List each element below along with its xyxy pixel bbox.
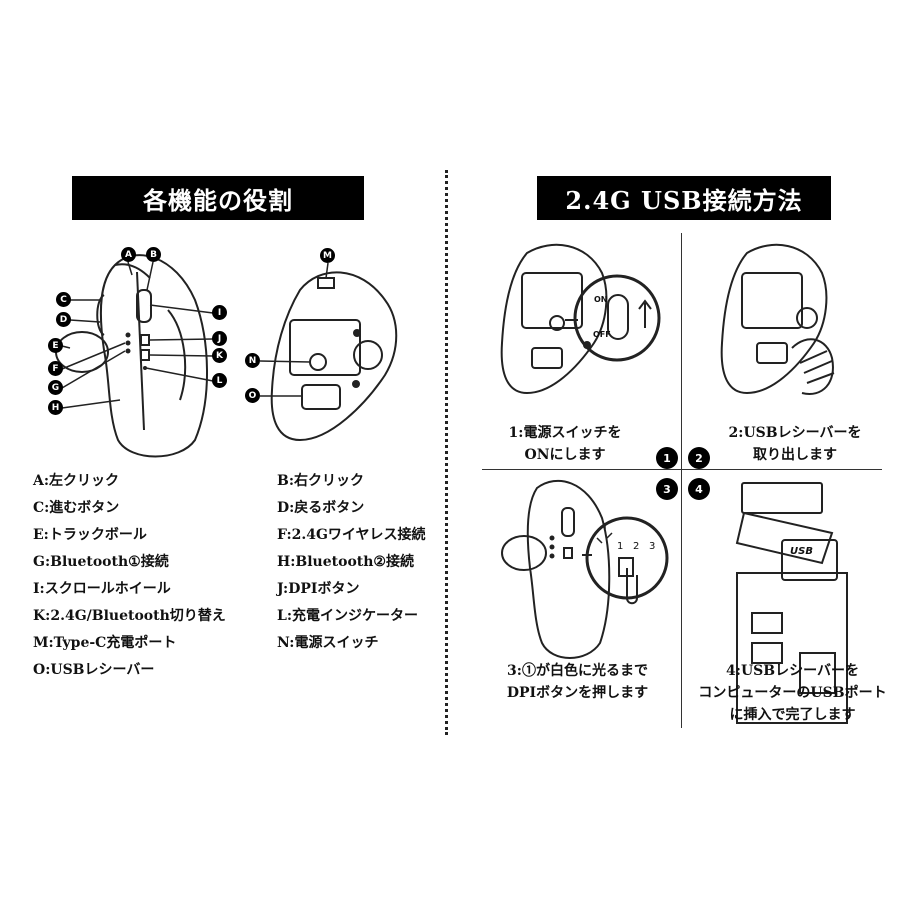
- indicator-label: 1: [617, 541, 624, 552]
- usb-label: USB: [790, 546, 813, 557]
- step-3-caption: 3:①が白色に光るまで DPIボタンを押します: [490, 660, 665, 704]
- callout-f: F: [48, 361, 63, 376]
- callout-k: K: [212, 348, 227, 363]
- step-number-2: 2: [688, 447, 710, 469]
- step-1-caption: 1:電源スイッチを ONにします: [495, 422, 635, 466]
- feature-item: K:2.4G/Bluetooth切り替え: [33, 608, 226, 624]
- callout-h: H: [48, 400, 63, 415]
- callout-n: N: [245, 353, 260, 368]
- step-number-3: 3: [656, 478, 678, 500]
- connection-steps-illustration: [500, 243, 848, 724]
- callout-j: J: [212, 331, 227, 346]
- callout-c: C: [56, 292, 71, 307]
- feature-item: I:スクロールホイール: [33, 581, 171, 597]
- feature-item: H:Bluetooth②接続: [277, 554, 414, 570]
- feature-item: M:Type-C充電ポート: [33, 635, 177, 651]
- caption-line: コンピューターのUSBポート: [698, 685, 887, 701]
- feature-item: O:USBレシーバー: [33, 662, 155, 678]
- callout-a: A: [121, 247, 136, 262]
- callout-o: O: [245, 388, 260, 403]
- feature-item: E:トラックボール: [33, 527, 147, 543]
- feature-item: L:充電インジケーター: [277, 608, 419, 624]
- dotted-divider: [445, 170, 448, 735]
- section-title-functions: 各機能の役割: [72, 176, 364, 220]
- mouse-diagram-left: [55, 254, 398, 458]
- feature-item: A:左クリック: [33, 473, 120, 489]
- step-number-4: 4: [688, 478, 710, 500]
- grid-divider-vertical: [681, 233, 682, 728]
- callout-e: E: [48, 338, 63, 353]
- callout-d: D: [56, 312, 71, 327]
- switch-off-label: OFF: [593, 330, 611, 339]
- step-number-1: 1: [656, 447, 678, 469]
- feature-item: D:戻るボタン: [277, 500, 365, 516]
- switch-on-label: ON: [594, 295, 608, 304]
- callout-i: I: [212, 305, 227, 320]
- caption-line: 3:①が白色に光るまで: [507, 663, 648, 679]
- step-4-caption: 4:USBレシーバーを コンピューターのUSBポート に挿入で完了します: [690, 660, 895, 726]
- caption-line: に挿入で完了します: [729, 707, 856, 723]
- section-title-connection: 2.4G USB接続方法: [537, 176, 831, 220]
- step-2-caption: 2:USBレシーバーを 取り出します: [720, 422, 870, 466]
- caption-line: DPIボタンを押します: [506, 685, 649, 701]
- indicator-label: 2: [633, 541, 640, 552]
- callout-b: B: [146, 247, 161, 262]
- feature-item: F:2.4Gワイヤレス接続: [277, 527, 426, 543]
- callout-g: G: [48, 380, 63, 395]
- callout-m: M: [320, 248, 335, 263]
- caption-line: 4:USBレシーバーを: [726, 663, 859, 679]
- callout-l: L: [212, 373, 227, 388]
- caption-line: 取り出します: [753, 447, 837, 463]
- feature-item: B:右クリック: [277, 473, 365, 489]
- caption-line: 2:USBレシーバーを: [728, 425, 862, 441]
- feature-item: C:進むボタン: [33, 500, 120, 516]
- feature-item: N:電源スイッチ: [277, 635, 379, 651]
- grid-divider-horizontal: [482, 469, 882, 470]
- indicator-label: 3: [649, 541, 656, 552]
- feature-item: G:Bluetooth①接続: [33, 554, 169, 570]
- caption-line: 1:電源スイッチを: [508, 425, 622, 441]
- feature-item: J:DPIボタン: [277, 581, 360, 597]
- caption-line: ONにします: [524, 447, 606, 463]
